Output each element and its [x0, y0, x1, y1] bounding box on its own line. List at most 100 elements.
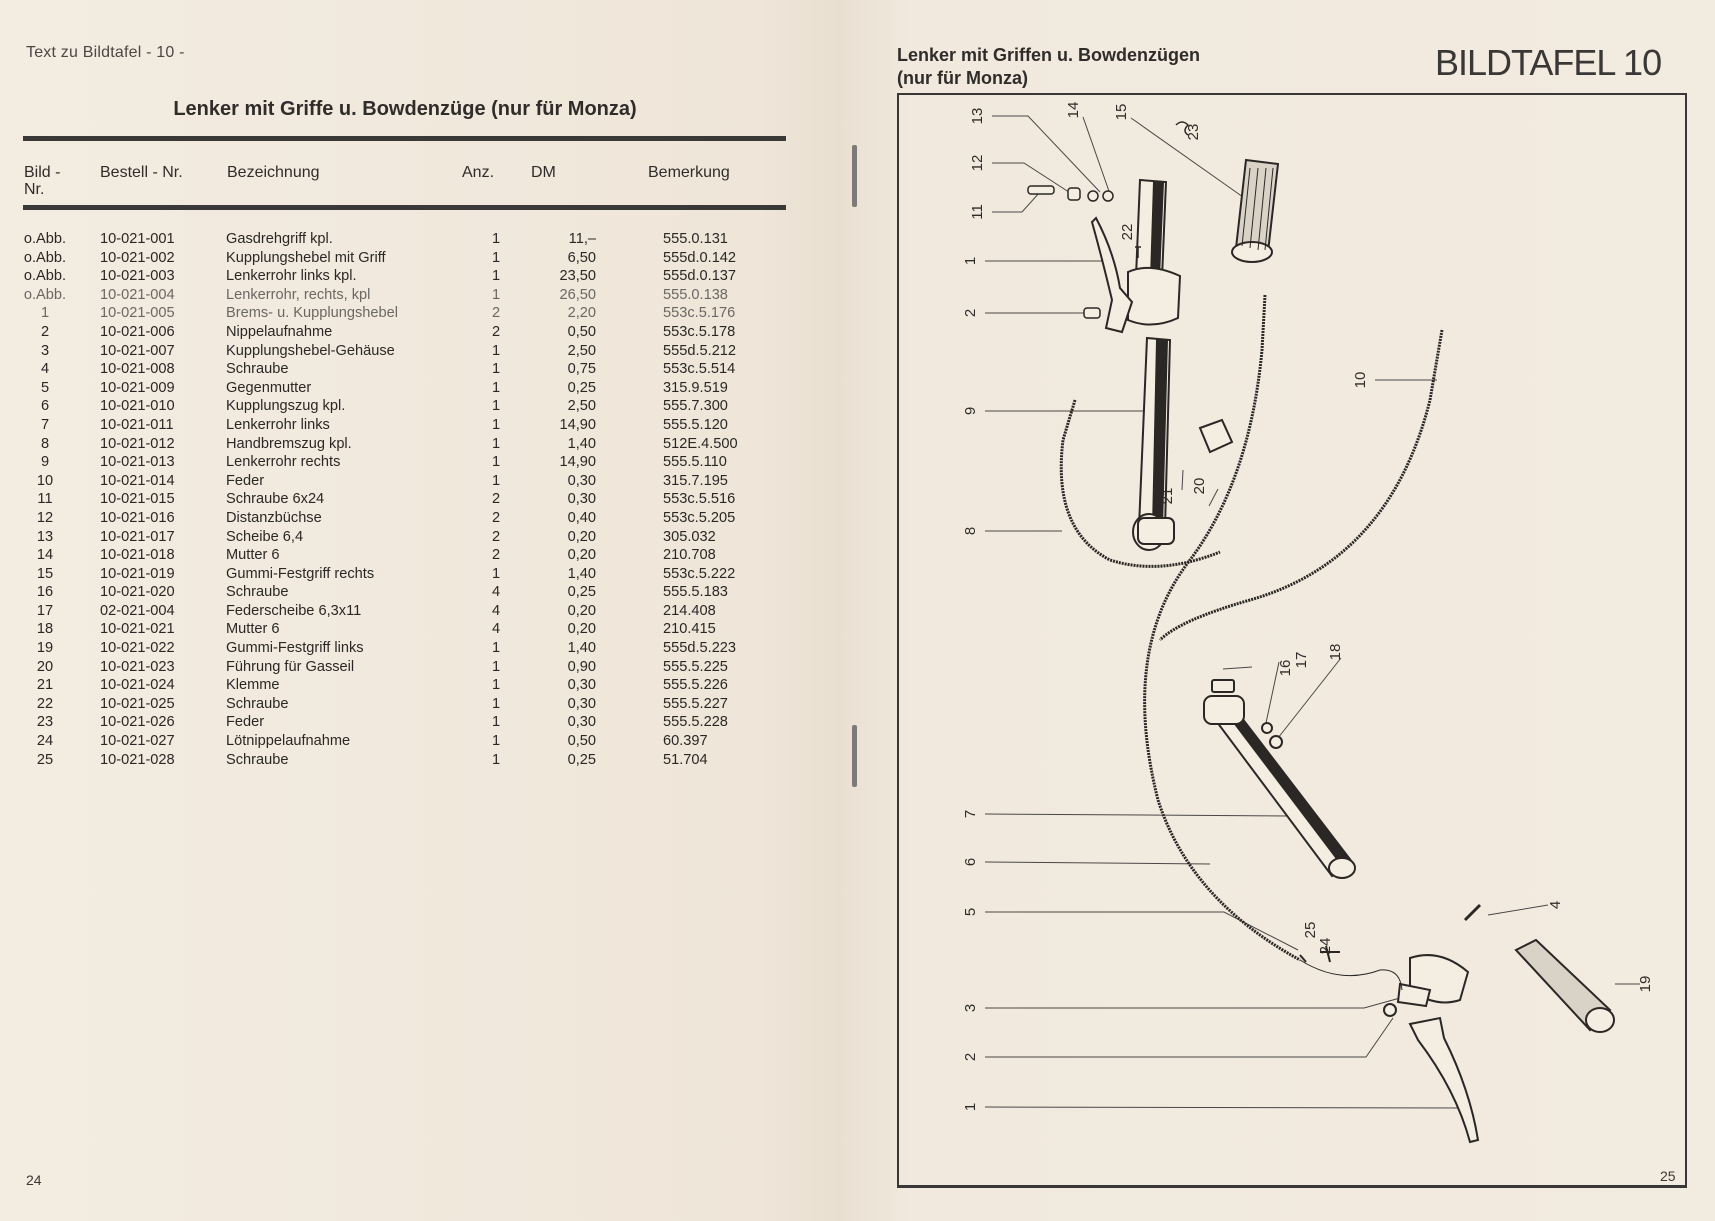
cell-anz: 1 — [491, 751, 501, 768]
leader-15 — [1130, 117, 1244, 198]
leader-7 — [984, 813, 1289, 817]
callout-1: 1 — [962, 257, 979, 265]
cell-bemerkung: 553c.5.205 — [663, 509, 736, 526]
cell-bestell-nr: 10-021-022 — [100, 640, 175, 657]
cell-anz: 2 — [491, 528, 501, 545]
cell-bezeichnung: Scheibe 6,4 — [226, 528, 304, 545]
col-header-bemerkung: Bemerkung — [648, 164, 730, 181]
right-page — [840, 0, 1715, 1221]
cell-bestell-nr: 10-021-004 — [100, 286, 175, 303]
cell-anz: 1 — [491, 733, 501, 750]
cell-bemerkung: 210.415 — [663, 621, 716, 638]
callout-2: 2 — [962, 1053, 979, 1061]
cell-bemerkung: 51.704 — [663, 751, 708, 768]
brake-cable-8 — [1059, 399, 1221, 568]
cell-dm: 14,90 — [559, 416, 596, 433]
cell-bild-nr: 13 — [36, 528, 54, 545]
cell-anz: 1 — [491, 268, 501, 285]
cell-bild-nr: o.Abb. — [23, 249, 67, 266]
cell-bezeichnung: Federscheibe 6,3x11 — [226, 602, 362, 619]
cell-bestell-nr: 10-021-027 — [100, 733, 175, 750]
cell-bild-nr: 14 — [36, 547, 54, 564]
cell-bemerkung: 512E.4.500 — [663, 435, 738, 452]
cell-bild-nr: 3 — [40, 342, 50, 359]
cell-dm: 0,25 — [567, 751, 596, 768]
cell-bild-nr: 1 — [40, 305, 50, 322]
nut-5 — [1299, 954, 1307, 963]
cell-bemerkung: 555d.0.142 — [663, 249, 737, 266]
cell-dm: 0,40 — [567, 509, 596, 526]
cell-bestell-nr: 10-021-010 — [100, 398, 175, 415]
cell-anz: 1 — [491, 286, 501, 303]
staple-top — [852, 145, 857, 207]
cell-bild-nr: 4 — [40, 361, 50, 378]
cell-dm: 1,40 — [567, 435, 596, 452]
cell-dm: 2,20 — [567, 305, 596, 322]
cell-bild-nr: 9 — [40, 454, 50, 471]
cell-anz: 4 — [491, 584, 501, 601]
cell-bestell-nr: 10-021-006 — [100, 323, 175, 340]
cell-dm: 0,75 — [567, 361, 596, 378]
cell-bemerkung: 214.408 — [663, 602, 716, 619]
plate-title: Lenker mit Griffen u. Bowdenzügen (nur f… — [897, 44, 1200, 90]
cell-bezeichnung: Feder — [226, 472, 265, 489]
cell-bemerkung: 210.708 — [663, 547, 716, 564]
cell-bemerkung: 555.5.120 — [663, 416, 728, 433]
col-header-dm: DM — [531, 164, 556, 181]
cell-bild-nr: 6 — [40, 398, 50, 415]
cell-bestell-nr: 10-021-002 — [100, 249, 175, 266]
cell-bemerkung: 555d.5.212 — [663, 342, 737, 359]
cell-anz: 1 — [491, 714, 501, 731]
plate-reference-heading: Text zu Bildtafel - 10 - — [26, 44, 185, 61]
nipple-24-25 — [1320, 945, 1340, 963]
leader-4 — [1487, 904, 1549, 916]
cell-bestell-nr: 10-021-021 — [100, 621, 175, 638]
cell-dm: 0,25 — [567, 379, 596, 396]
cell-anz: 4 — [491, 621, 501, 638]
cell-dm: 0,20 — [567, 547, 596, 564]
cell-bezeichnung: Lenkerrohr links kpl. — [226, 268, 357, 285]
cell-bild-nr: 15 — [36, 565, 54, 582]
cell-bemerkung: 553c.5.176 — [663, 305, 736, 322]
callout-9: 9 — [962, 407, 979, 415]
cell-bemerkung: 555.5.183 — [663, 584, 728, 601]
cell-dm: 23,50 — [559, 268, 596, 285]
leader-14 — [1082, 116, 1111, 195]
cell-anz: 2 — [491, 491, 501, 508]
cell-bild-nr: 20 — [36, 658, 54, 675]
cell-bestell-nr: 02-021-004 — [100, 602, 175, 619]
cell-dm: 0,30 — [567, 695, 596, 712]
callout-16: 16 — [1277, 660, 1294, 677]
cell-bild-nr: 18 — [36, 621, 54, 638]
cell-bezeichnung: Kupplungshebel-Gehäuse — [226, 342, 395, 359]
cell-bestell-nr: 10-021-001 — [100, 231, 175, 247]
parts-list-title: Lenker mit Griffe u. Bowdenzüge (nur für… — [173, 98, 637, 120]
cell-bild-nr: 2 — [40, 323, 50, 340]
plate-title-line1: Lenker mit Griffen u. Bowdenzügen — [897, 45, 1201, 65]
cell-bezeichnung: Schraube — [226, 584, 289, 601]
col-header-anz: Anz. — [462, 164, 495, 181]
cell-bild-nr: 24 — [36, 733, 54, 750]
cell-bezeichnung: Führung für Gasseil — [226, 658, 355, 675]
clutch-lever-assembly — [1383, 903, 1482, 1144]
cell-bild-nr: o.Abb. — [23, 286, 67, 303]
leader-21 — [1181, 469, 1184, 491]
callout-1: 1 — [962, 1103, 979, 1111]
cell-bestell-nr: 10-021-025 — [100, 695, 175, 712]
cell-bestell-nr: 10-021-018 — [100, 547, 175, 564]
